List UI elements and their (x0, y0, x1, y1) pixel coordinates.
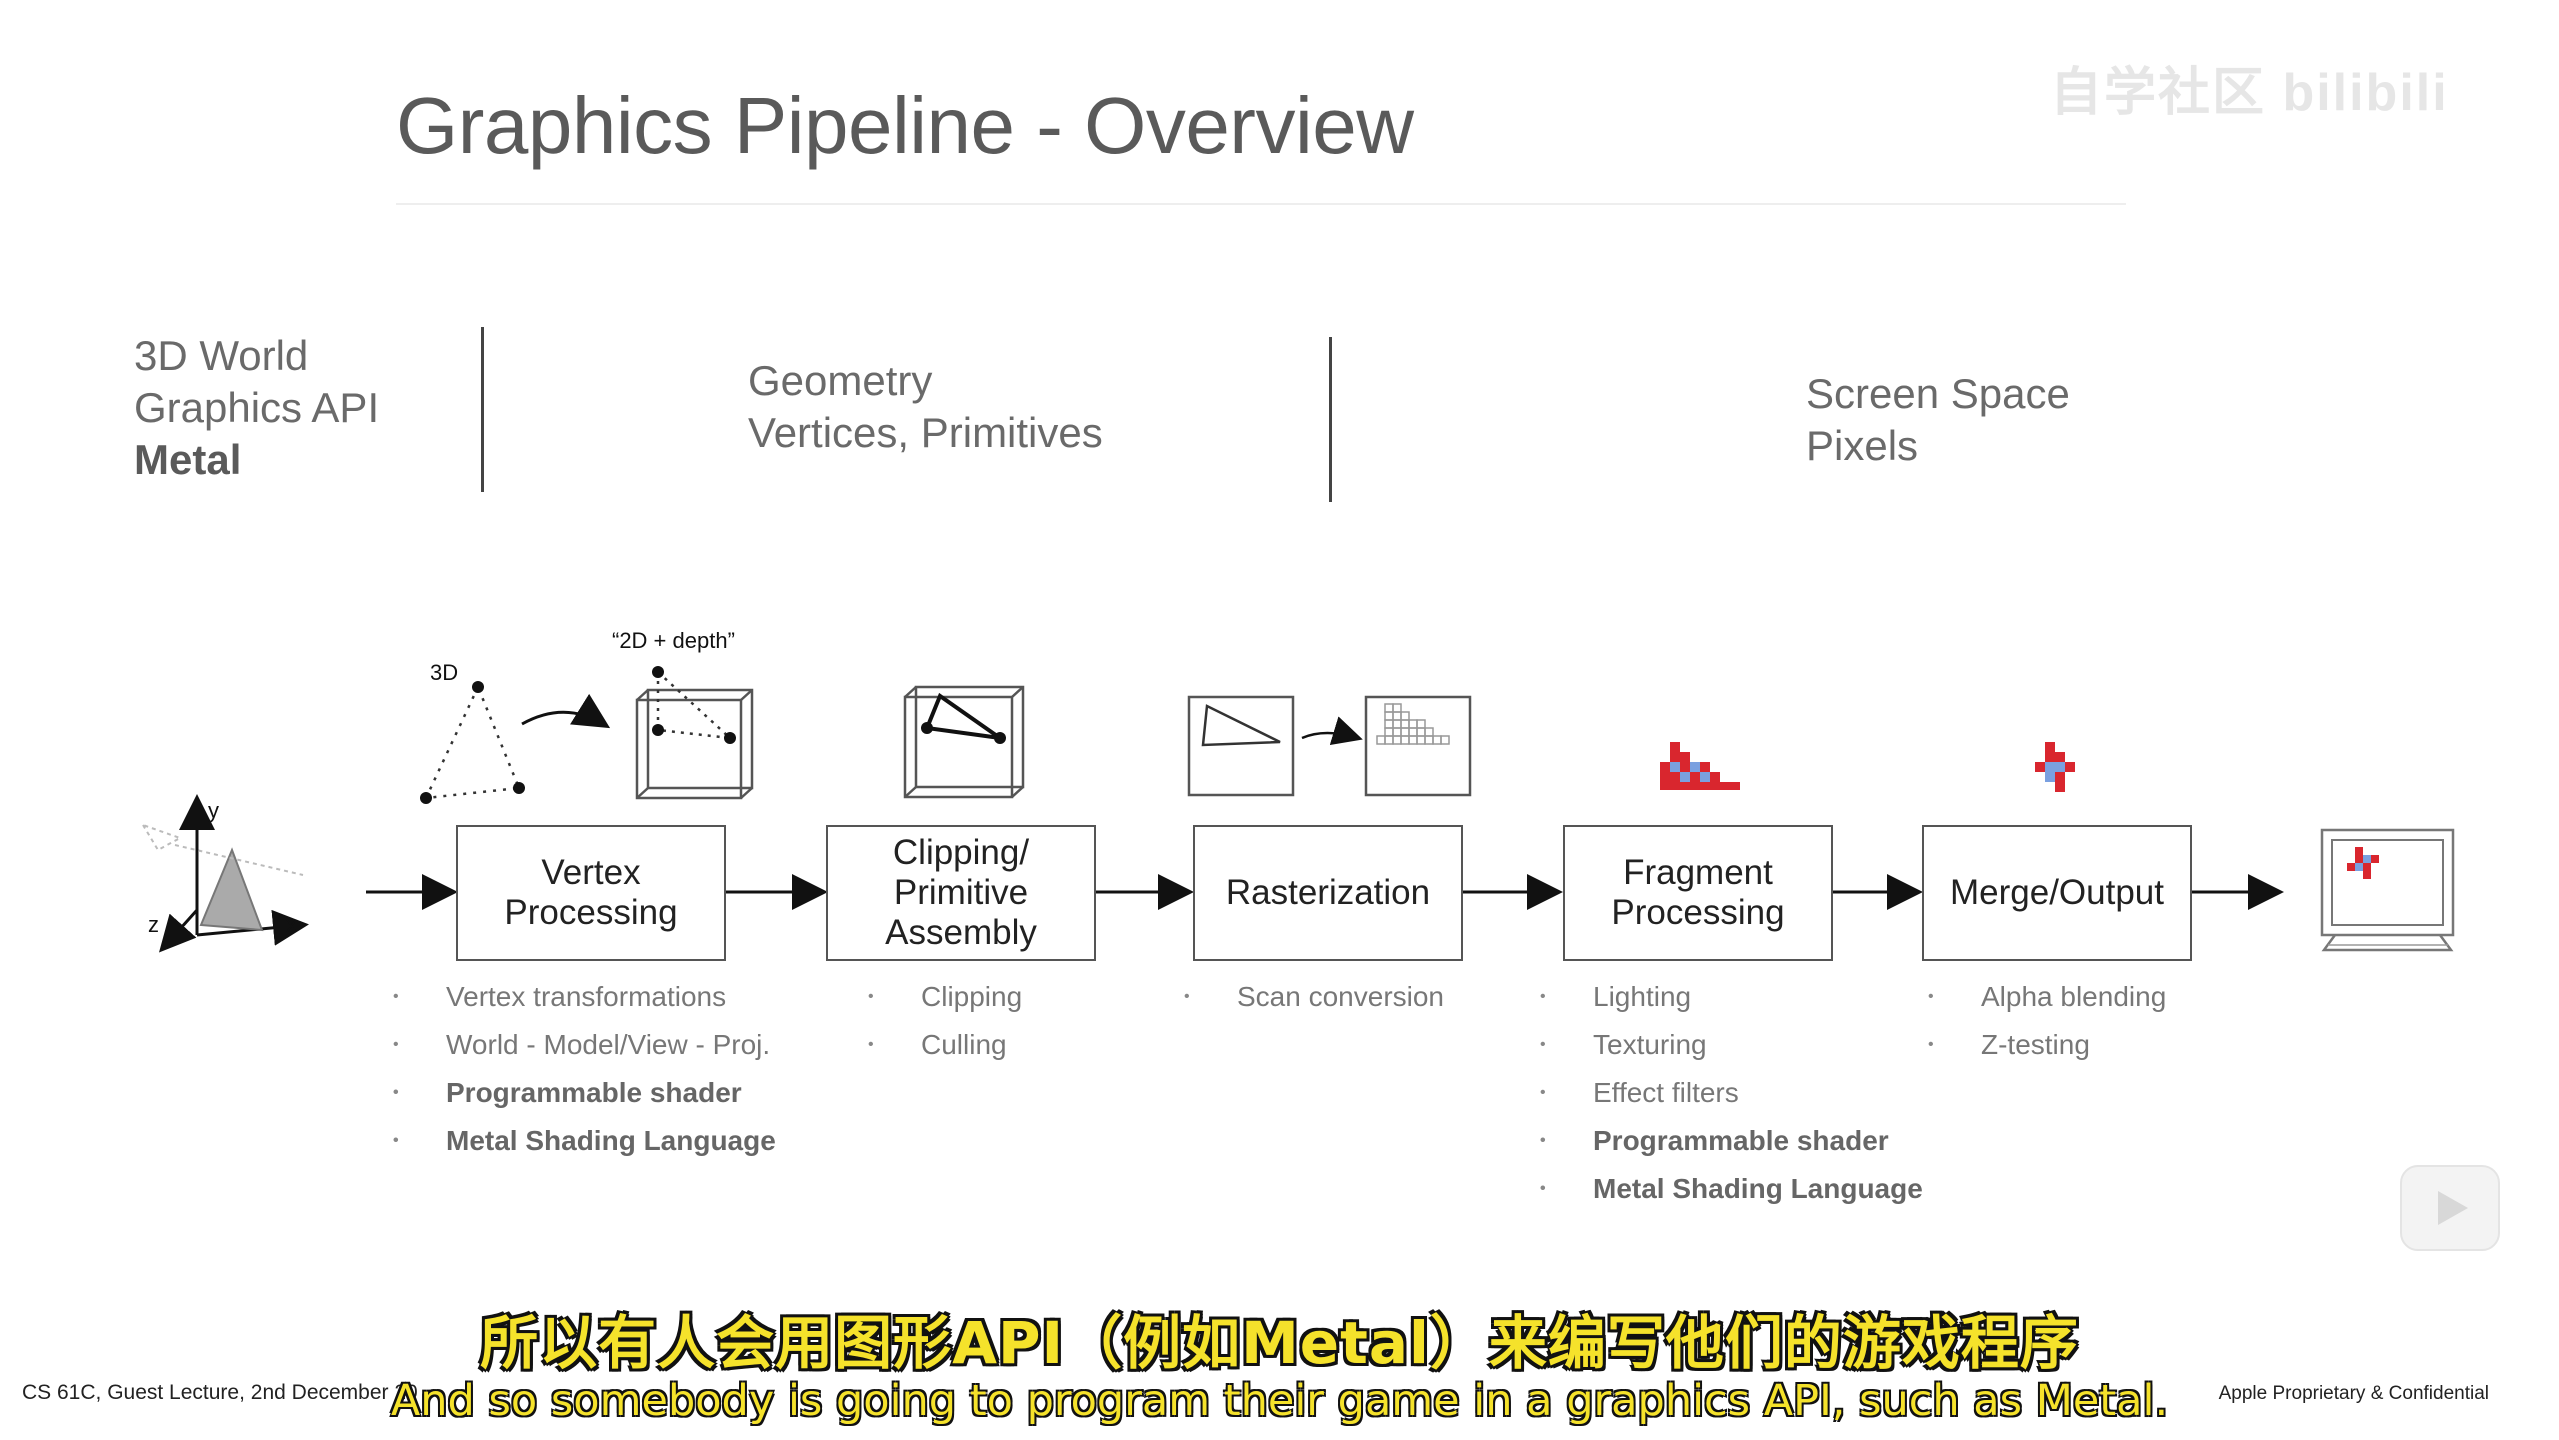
vertex-bullets: Vertex transformations World - Model/Vie… (393, 973, 776, 1165)
bullet-item: Culling (868, 1021, 1022, 1069)
stage-divider-1 (481, 327, 484, 492)
slide-title: Graphics Pipeline - Overview (396, 81, 1414, 170)
title-rule (396, 203, 2126, 205)
fragment-box-line1: Fragment (1623, 853, 1773, 892)
raster-triangle-icon (1187, 695, 1363, 797)
merge-bullets: Alpha blending Z-testing (1928, 973, 2166, 1069)
triangle-3d-icon: 3D (420, 660, 611, 804)
stage-world: 3D World Graphics API Metal (134, 330, 379, 486)
stage-geometry: Geometry Vertices, Primitives (748, 355, 1103, 459)
fragment-bullets: Lighting Texturing Effect filters Progra… (1540, 973, 1923, 1213)
play-icon[interactable] (2400, 1165, 2500, 1251)
stage-screen-line2: Pixels (1806, 422, 1919, 469)
fragment-pixels-icon (1660, 742, 1740, 790)
depth-cube-icon: “2D + depth” (612, 628, 754, 800)
vertex-box-line2: Processing (504, 893, 678, 932)
merge-pixels-icon (2035, 742, 2075, 792)
subtitle-chinese: 所以有人会用图形API（例如Metal）来编写他们的游戏程序 (480, 1309, 2079, 1377)
label-2d-depth: “2D + depth” (612, 628, 735, 653)
bullet-item: World - Model/View - Proj. (393, 1021, 776, 1069)
footer-confidential: Apple Proprietary & Confidential (2218, 1383, 2489, 1404)
bullet-item: Scan conversion (1184, 973, 1444, 1021)
bullet-item: Z-testing (1928, 1021, 2166, 1069)
clipping-cube-icon (903, 685, 1025, 799)
vertex-box-line1: Vertex (541, 853, 641, 892)
merge-output-box: Merge/Output (1922, 825, 2192, 961)
fragment-box-line2: Processing (1611, 893, 1785, 932)
bullet-item: Alpha blending (1928, 973, 2166, 1021)
axis-z-label: z (148, 912, 159, 937)
label-3d: 3D (430, 660, 458, 685)
raster-box-line1: Rasterization (1225, 873, 1431, 912)
stage-screen-line1: Screen Space (1806, 370, 2070, 417)
bilibili-watermark: 自学社区 bilibili (2050, 64, 2449, 122)
stage-geometry-line2: Vertices, Primitives (748, 409, 1103, 456)
bullet-item: Clipping (868, 973, 1022, 1021)
bullet-item: Metal Shading Language (393, 1117, 776, 1165)
stage-world-line3: Metal (134, 436, 242, 483)
bullet-item: Lighting (1540, 973, 1923, 1021)
clipping-box-line1: Clipping/ (892, 833, 1030, 872)
monitor-icon (2320, 828, 2455, 952)
clipping-bullets: Clipping Culling (868, 973, 1022, 1069)
bullet-item: Programmable shader (1540, 1117, 1923, 1165)
rasterization-box: Rasterization (1193, 825, 1463, 961)
clipping-box-line3: Assembly (885, 913, 1037, 952)
bullet-item: Effect filters (1540, 1069, 1923, 1117)
bullet-item: Metal Shading Language (1540, 1165, 1923, 1213)
raster-bullets: Scan conversion (1184, 973, 1444, 1021)
merge-box-line1: Merge/Output (1950, 873, 2164, 912)
bullet-item: Vertex transformations (393, 973, 776, 1021)
axis-y-label: y (208, 798, 219, 823)
axes-icon: y x z (142, 794, 309, 953)
stage-screen: Screen Space Pixels (1806, 368, 2070, 472)
subtitle-english: And so somebody is going to program thei… (390, 1376, 2169, 1426)
bullet-item: Programmable shader (393, 1069, 776, 1117)
stage-geometry-line1: Geometry (748, 357, 933, 404)
footer-course: CS 61C, Guest Lecture, 2nd December 20 (22, 1381, 418, 1404)
axis-x-label: x (286, 912, 297, 937)
bullet-item: Texturing (1540, 1021, 1923, 1069)
raster-grid-icon (1364, 695, 1472, 797)
stage-world-line1: 3D World (134, 332, 309, 379)
stage-world-line2: Graphics API (134, 384, 380, 431)
clipping-box-line2: Primitive (893, 873, 1029, 912)
stage-divider-2 (1329, 337, 1332, 502)
